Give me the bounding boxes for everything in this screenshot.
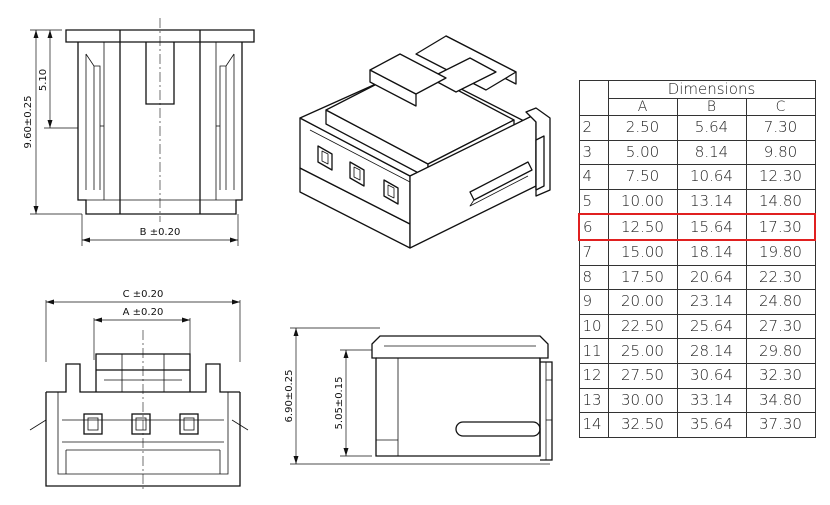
c-cell: 14.80 <box>745 188 816 215</box>
c-cell: 17.30 <box>745 213 816 241</box>
b-cell: 18.14 <box>676 239 747 266</box>
column-header-c: C <box>745 98 816 116</box>
b-cell: 13.14 <box>676 188 747 215</box>
pin-cell: 8 <box>578 264 609 291</box>
pin-cell: 12 <box>578 362 609 389</box>
b-cell: 23.14 <box>676 289 747 315</box>
table-title: Dimensions <box>607 80 816 99</box>
isometric-view <box>299 35 551 249</box>
label-height-total: 9.60±0.25 <box>23 96 34 149</box>
label-width-a: A ±0.20 <box>123 307 164 318</box>
b-cell: 10.64 <box>676 164 747 190</box>
front-view: C ±0.20 A ±0.20 <box>29 289 249 492</box>
pin-cell: 5 <box>578 188 609 215</box>
a-cell: 5.00 <box>607 139 678 166</box>
c-cell: 12.30 <box>745 164 816 190</box>
pin-cell: 7 <box>578 239 609 266</box>
c-cell: 24.80 <box>745 289 816 315</box>
b-cell: 25.64 <box>676 313 747 340</box>
b-cell: 33.14 <box>676 387 747 414</box>
a-cell: 30.00 <box>607 387 678 414</box>
a-cell: 2.50 <box>607 115 678 141</box>
column-header-b: B <box>676 98 747 116</box>
b-cell: 30.64 <box>676 362 747 389</box>
c-cell: 32.30 <box>745 362 816 389</box>
label-side-total: 6.90±0.25 <box>284 370 295 423</box>
pin-cell: 9 <box>578 289 609 315</box>
c-cell: 29.80 <box>745 338 816 364</box>
b-cell: 15.64 <box>676 213 747 241</box>
b-cell: 5.64 <box>676 115 747 141</box>
top-view: 9.60±0.25 5.10 B ±0.20 <box>23 18 255 246</box>
pin-cell: 11 <box>578 338 609 364</box>
c-cell: 27.30 <box>745 313 816 340</box>
pin-cell: 13 <box>578 387 609 414</box>
a-cell: 10.00 <box>607 188 678 215</box>
table-corner <box>578 80 609 116</box>
pin-cell: 6 <box>578 213 609 241</box>
a-cell: 27.50 <box>607 362 678 389</box>
pin-cell: 3 <box>578 139 609 166</box>
c-cell: 19.80 <box>745 239 816 266</box>
table-column-header-row: A B C <box>579 98 816 116</box>
c-cell: 22.30 <box>745 264 816 291</box>
a-cell: 15.00 <box>607 239 678 266</box>
c-cell: 7.30 <box>745 115 816 141</box>
b-cell: 20.64 <box>676 264 747 291</box>
c-cell: 34.80 <box>745 387 816 414</box>
a-cell: 22.50 <box>607 313 678 340</box>
side-view: 6.90±0.25 5.05±0.15 <box>284 327 553 465</box>
table-title-row: Dimensions <box>578 80 816 116</box>
b-cell: 8.14 <box>676 139 747 166</box>
c-cell: 9.80 <box>745 139 816 166</box>
pin-cell: 2 <box>578 115 609 141</box>
a-cell: 32.50 <box>607 412 678 438</box>
label-width-b: B ±0.20 <box>140 227 181 238</box>
label-width-c: C ±0.20 <box>123 289 164 300</box>
label-side-inner: 5.05±0.15 <box>334 377 345 430</box>
pin-cell: 10 <box>578 313 609 340</box>
a-cell: 25.00 <box>607 338 678 364</box>
b-cell: 28.14 <box>676 338 747 364</box>
pin-cell: 4 <box>578 164 609 190</box>
a-cell: 7.50 <box>607 164 678 190</box>
c-cell: 37.30 <box>745 412 816 438</box>
column-header-a: A <box>607 98 678 116</box>
label-height-inner: 5.10 <box>38 69 49 91</box>
b-cell: 35.64 <box>676 412 747 438</box>
a-cell: 17.50 <box>607 264 678 291</box>
pin-cell: 14 <box>578 412 609 438</box>
a-cell: 20.00 <box>607 289 678 315</box>
a-cell: 12.50 <box>607 213 678 241</box>
